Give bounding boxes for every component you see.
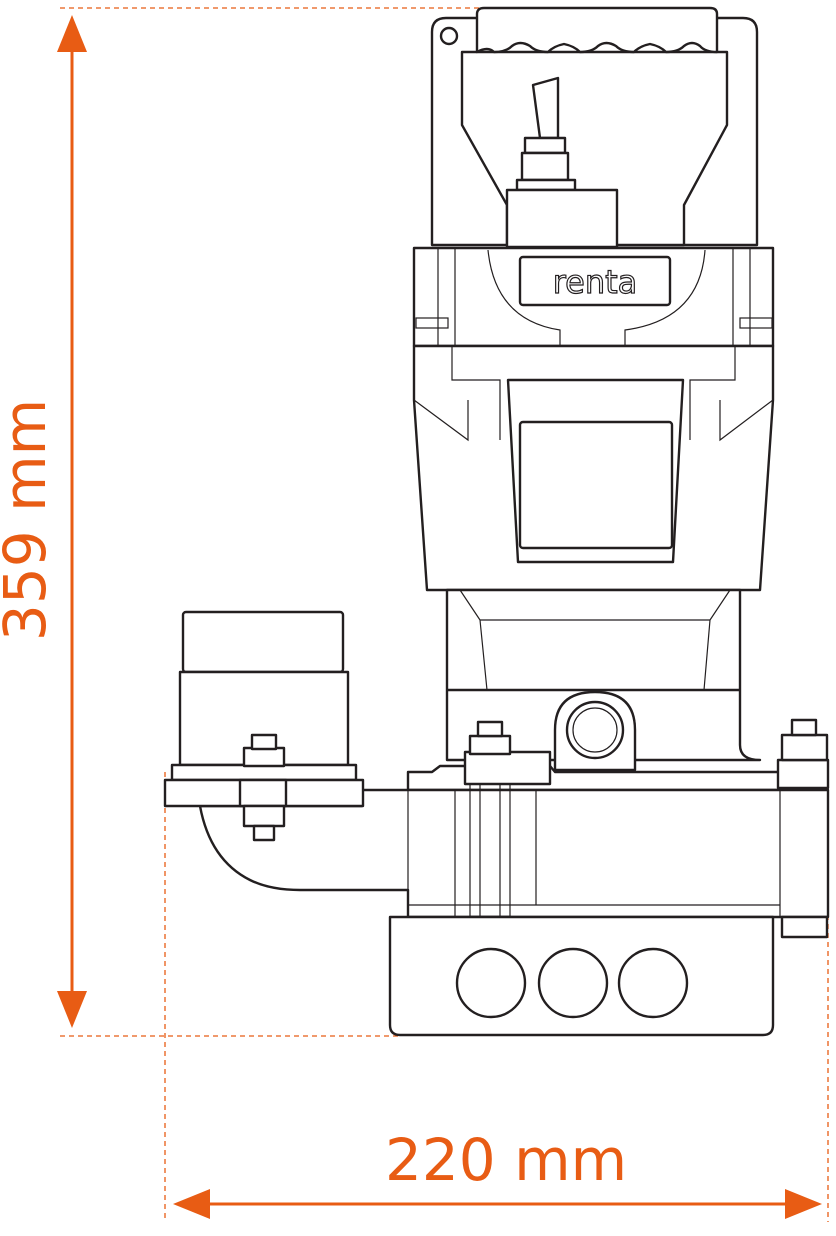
- height-dimension-label: 359 mm: [0, 398, 59, 642]
- machine-outline: [163, 6, 830, 1037]
- height-dimension: [57, 7, 480, 1037]
- width-dimension-label: 220 mm: [385, 1126, 628, 1194]
- arrow-left-icon: [173, 1189, 210, 1219]
- arrow-up-icon: [57, 15, 87, 52]
- brand-logo-plate: [518, 255, 672, 307]
- arrow-right-icon: [785, 1189, 822, 1219]
- brand-logo: renta: [553, 263, 638, 301]
- arrow-down-icon: [57, 991, 87, 1028]
